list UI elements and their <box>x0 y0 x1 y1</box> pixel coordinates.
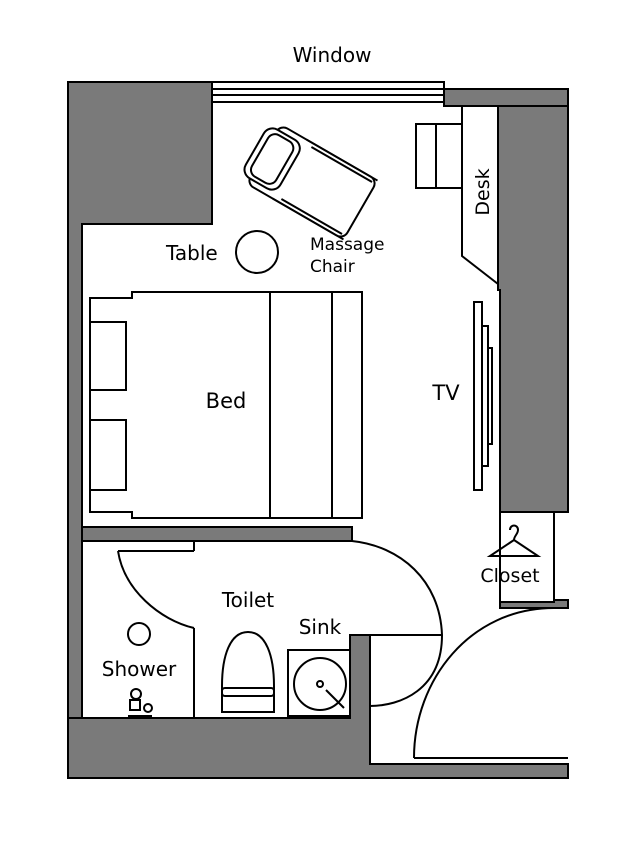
table-label: Table <box>165 241 218 265</box>
tv <box>473 301 493 491</box>
entrance-door <box>413 607 568 759</box>
closet-label: Closet <box>480 565 539 587</box>
shower-head-icon <box>127 622 151 646</box>
hanger-icon <box>486 524 542 557</box>
massage-chair-label-line1: Massage <box>310 235 384 255</box>
toilet <box>221 630 275 713</box>
massage-chair <box>243 126 378 241</box>
wall-partition <box>81 526 353 542</box>
wall-right <box>497 105 569 513</box>
bed-label: Bed <box>206 389 247 413</box>
sink <box>287 649 351 717</box>
massage-chair-label-line2: Chair <box>310 257 355 277</box>
tv-label: TV <box>431 381 460 405</box>
pillow-top <box>89 321 127 391</box>
shower-label: Shower <box>102 657 177 681</box>
window-label: Window <box>293 43 372 67</box>
toilet-label: Toilet <box>221 588 274 612</box>
desk <box>415 105 499 287</box>
sink-label: Sink <box>299 615 342 639</box>
faucet-icon <box>128 688 153 717</box>
window <box>211 81 445 103</box>
table <box>235 230 279 274</box>
desk-label: Desk <box>472 168 494 215</box>
bed <box>89 291 363 519</box>
shower-curtain-swing <box>117 550 195 629</box>
pillow-bottom <box>89 419 127 491</box>
desk-chair <box>415 123 463 189</box>
